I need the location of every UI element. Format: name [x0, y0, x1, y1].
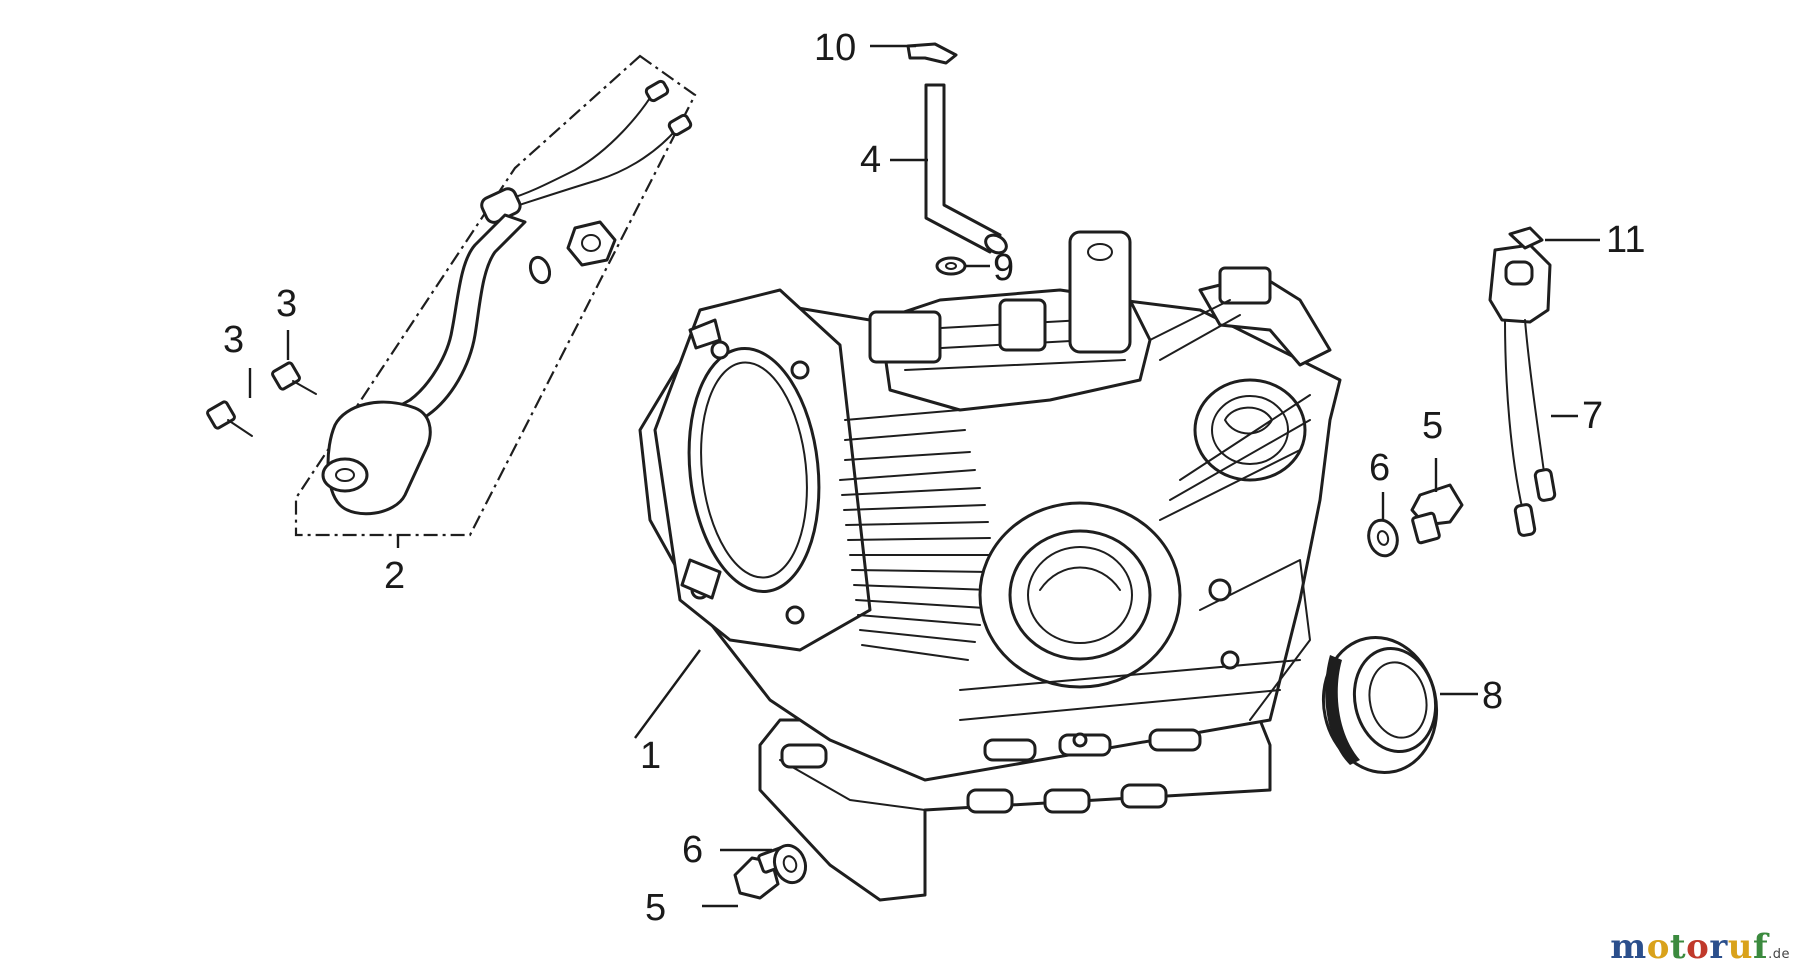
callout-6-bottom: 6 [682, 829, 703, 871]
bolt-5-right [1410, 483, 1464, 545]
logo-letter: f [1752, 927, 1769, 967]
breather-tube [924, 83, 1008, 255]
logo-wordmark: motoruf [1610, 927, 1768, 967]
callout-2: 2 [384, 555, 405, 597]
motoruf-logo: motoruf.de [1610, 927, 1790, 967]
mount-boss-left [868, 310, 942, 364]
sensor-wire-2 [509, 124, 681, 209]
callout-10: 10 [814, 27, 856, 69]
screw-3b [271, 361, 317, 395]
assembly-frame [294, 54, 697, 537]
logo-letter: o [1686, 927, 1710, 967]
logo-letter: o [1646, 927, 1670, 967]
logo-letter: m [1610, 927, 1647, 967]
callout-5-right: 5 [1422, 405, 1443, 447]
callout-5-bottom: 5 [645, 887, 666, 929]
callout-7: 7 [1582, 395, 1603, 437]
logo-letter: t [1669, 927, 1687, 967]
callout-1: 1 [640, 735, 661, 777]
cylinder-bore [687, 346, 821, 594]
sensor-washer [528, 255, 552, 285]
washer-9 [935, 256, 967, 276]
callout-3b: 3 [276, 283, 297, 325]
screw-11 [1508, 226, 1544, 250]
cooling-fins [839, 409, 991, 661]
ignition-coil [1488, 243, 1557, 537]
logo-letter: u [1727, 927, 1753, 967]
screw-3a [206, 400, 253, 437]
oil-level-sensor-group [294, 54, 697, 537]
callout-labels: 1 2 3 3 4 5 5 6 6 7 8 9 10 11 [223, 27, 1645, 929]
callout-8: 8 [1482, 675, 1503, 717]
callout-11: 11 [1606, 219, 1645, 261]
sensor-wire-1 [504, 89, 656, 201]
logo-tld: .de [1768, 947, 1790, 962]
governor-bracket [1068, 230, 1132, 354]
sensor-nut [566, 220, 617, 267]
wire-terminal-1 [644, 79, 670, 103]
callout-6-right: 6 [1369, 447, 1390, 489]
wire-terminal-2 [667, 113, 693, 137]
oil-seal [1321, 635, 1439, 775]
washer-6-right [1367, 518, 1399, 558]
logo-letter: r [1709, 927, 1728, 967]
sensor-base [321, 457, 369, 493]
callout-3a: 3 [223, 319, 244, 361]
washer-6-bottom [772, 843, 808, 885]
tube-clip [906, 42, 958, 65]
camshaft-bore [1193, 378, 1307, 482]
callout-4: 4 [860, 139, 881, 181]
callout-9: 9 [993, 247, 1014, 289]
crankcase-block [638, 230, 1342, 902]
leader-lines [248, 44, 1600, 908]
